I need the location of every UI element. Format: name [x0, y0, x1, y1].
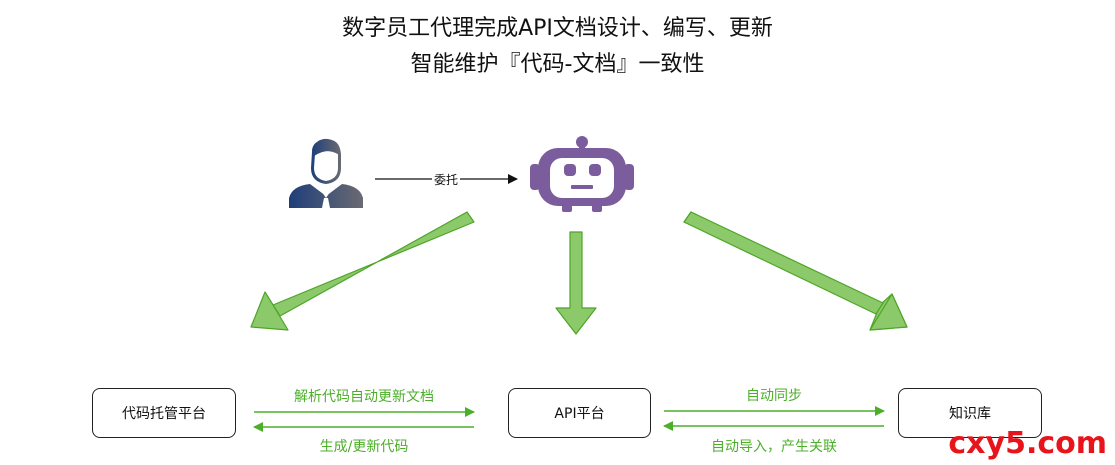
fat-arrow-middle [555, 231, 597, 335]
node-knowledge-base: 知识库 [898, 388, 1042, 438]
robot-icon [530, 136, 634, 212]
node-api-platform: API平台 [508, 388, 651, 438]
edge-label-generate-update: 生成/更新代码 [319, 439, 409, 455]
node-code-platform: 代码托管平台 [92, 388, 236, 438]
diagram-title-line-1: 数字员工代理完成API文档设计、编写、更新 [342, 16, 773, 41]
diagram-title-line-2: 智能维护『代码-文档』一致性 [410, 52, 705, 77]
edge-label-auto-import: 自动导入，产生关联 [711, 439, 837, 455]
fat-arrow-left [250, 211, 475, 331]
person-icon [289, 138, 363, 208]
edge-label-parse-update: 解析代码自动更新文档 [294, 389, 434, 405]
edge-label-auto-sync: 自动同步 [746, 388, 802, 404]
watermark: cxy5.com [948, 426, 1107, 461]
delegate-label: 委托 [432, 171, 461, 188]
